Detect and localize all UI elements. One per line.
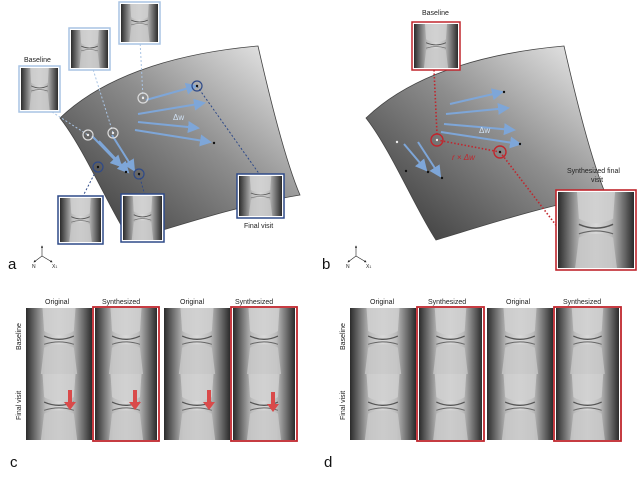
col-header-d-4: Synthesized <box>563 299 601 306</box>
synth-frame-d-2 <box>553 306 622 442</box>
synth-label-b: Synthesized final <box>567 168 620 175</box>
scaled-delta-label-b: r × Δw <box>452 153 476 162</box>
col-header-c-1: Original <box>45 299 70 306</box>
col-header-c-2: Synthesized <box>102 299 140 306</box>
xray-thumb-a-4 <box>57 195 104 245</box>
col-header-c-4: Synthesized <box>235 299 273 306</box>
sample-circles-a <box>82 80 203 180</box>
synth-frame-d-1 <box>416 306 485 442</box>
red-dot-target <box>498 150 502 154</box>
panel-letter-a: a <box>8 256 17 273</box>
final-visit-label-a: Final visit <box>244 223 273 230</box>
axis-glyph-b <box>347 245 367 263</box>
synth-frame-c-1 <box>92 306 160 442</box>
col-header-d-1: Original <box>370 299 395 306</box>
panel-c: Original Synthesized Original Synthesize… <box>10 299 298 471</box>
col-header-d-2: Synthesized <box>428 299 466 306</box>
col-header-d-3: Original <box>506 299 531 306</box>
xray-grid-c <box>26 308 295 440</box>
xray-thumb-a-5 <box>120 193 165 243</box>
col-header-c-3: Original <box>180 299 205 306</box>
axis-glyph-a <box>33 245 53 263</box>
xray-thumb-b-synth <box>555 189 637 271</box>
axis-x-label-a: X1 <box>52 264 57 270</box>
row-label-c-baseline: Baseline <box>16 323 23 350</box>
panel-letter-b: b <box>322 256 330 273</box>
red-connectors-b <box>433 69 563 234</box>
xray-thumb-a-baseline <box>18 65 61 113</box>
row-label-d-final: Final visit <box>340 391 347 420</box>
delta-label-b: Δw <box>479 126 490 135</box>
xray-thumb-a-final <box>236 173 285 219</box>
sample-dots-a <box>86 84 216 176</box>
delta-arrows-a <box>91 82 212 174</box>
panel-b: Δw r × Δw Baseline Synthesized final vis… <box>322 10 637 273</box>
row-label-d-baseline: Baseline <box>340 323 347 350</box>
axis-n-label-a: N <box>32 264 36 270</box>
axis-n-label-b: N <box>346 264 350 270</box>
delta-label-a: Δw <box>173 113 184 122</box>
red-dot-source <box>435 138 439 142</box>
axis-x-label-b: X1 <box>366 264 371 270</box>
connectors-a <box>51 39 261 199</box>
row-label-c-final: Final visit <box>16 391 23 420</box>
baseline-label-a: Baseline <box>24 57 51 64</box>
red-circle-target <box>493 145 507 159</box>
xray-thumb-a-2 <box>68 27 111 71</box>
red-arrows-c <box>64 390 279 412</box>
red-circle-source <box>430 133 444 147</box>
panel-d: Original Synthesized Original Synthesize… <box>324 299 622 471</box>
xray-thumb-a-3 <box>118 1 161 45</box>
xray-thumb-b-baseline <box>411 21 461 71</box>
synth-label-b-2: visit <box>591 177 603 184</box>
panel-a: Δw Baseline Final visit <box>8 1 301 273</box>
panel-letter-c: c <box>10 454 18 471</box>
delta-arrows-b <box>403 88 522 178</box>
panel-letter-d: d <box>324 454 332 471</box>
synth-frame-c-2 <box>230 306 298 442</box>
sample-dots-b <box>395 90 522 180</box>
baseline-label-b: Baseline <box>422 10 449 17</box>
